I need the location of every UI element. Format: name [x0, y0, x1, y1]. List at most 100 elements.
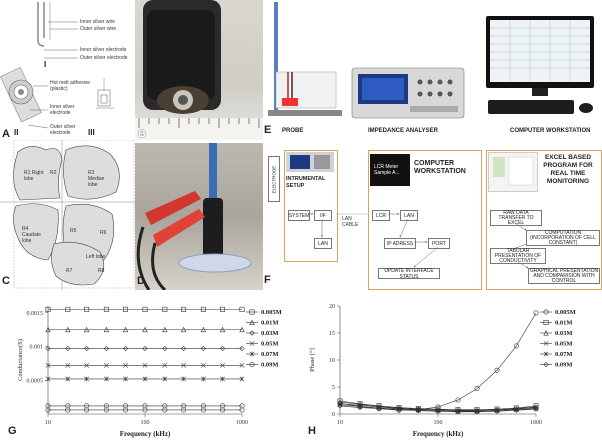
series-0-005M	[337, 310, 539, 413]
excel-thumb	[488, 152, 538, 192]
data-point	[103, 306, 109, 312]
data-point	[376, 405, 382, 412]
y-tick-label: 0.0005	[27, 378, 44, 384]
panel-label-d: D	[137, 275, 145, 287]
roman-ii: II	[14, 128, 19, 137]
series-s6	[45, 407, 245, 413]
data-point	[474, 386, 480, 392]
region-r7: R7	[66, 268, 73, 274]
legend-marker	[543, 361, 549, 368]
data-point	[337, 403, 343, 409]
data-point	[219, 326, 226, 333]
data-point	[455, 397, 461, 403]
legend-label: 0.07M	[261, 351, 279, 358]
data-point	[396, 407, 402, 413]
y-axis-label: Conductance(S)	[17, 339, 24, 381]
data-point	[220, 306, 226, 312]
data-point	[200, 362, 206, 368]
data-point	[180, 345, 187, 352]
data-point	[45, 345, 51, 352]
panel-label-b: B	[138, 128, 146, 140]
photo-probe-tip	[135, 0, 263, 140]
data-point	[123, 306, 129, 312]
data-point	[494, 367, 500, 373]
data-point	[239, 376, 245, 382]
data-point	[65, 326, 71, 333]
caption-computer-workstation: COMPUTER WORKSTATION	[510, 128, 591, 134]
photo-electrode-setup	[135, 143, 263, 290]
legend-marker	[543, 330, 549, 336]
series-0-09M	[45, 403, 245, 409]
data-point	[200, 326, 207, 333]
x-tick-label: 10	[337, 420, 343, 426]
legend-marker	[249, 309, 255, 315]
data-point	[200, 403, 206, 409]
photo-impedance-analyser	[350, 62, 466, 122]
data-point	[239, 403, 245, 409]
data-point	[142, 403, 148, 409]
y-axis-label: Phase [°]	[309, 348, 316, 372]
series-0-05M	[45, 362, 245, 368]
data-point	[45, 306, 51, 312]
data-point	[181, 306, 187, 312]
panel-a: Inner silver wire Outer silver wire Inne…	[0, 0, 135, 140]
legend-label: 0.09M	[555, 362, 573, 369]
panel-label-a: A	[2, 128, 10, 140]
data-point	[533, 310, 539, 316]
legend-label: 0.005M	[555, 309, 576, 316]
data-point	[103, 407, 109, 413]
panel-f: ELECTRODE INTRUMENTAL SETUP SYSTEM I/F L…	[264, 144, 602, 290]
series-line	[339, 312, 537, 411]
data-point	[239, 362, 245, 368]
region-r6: R6	[100, 230, 107, 236]
y-tick-label: 0	[332, 412, 335, 418]
label-inner-wire: Inner silver wire	[80, 19, 116, 25]
data-point	[83, 326, 90, 333]
series-0-07M	[45, 376, 245, 382]
data-point	[103, 403, 109, 409]
label-inner-electrode-2: Inner silver electrode	[50, 104, 75, 116]
x-tick-label: 1000	[530, 420, 542, 426]
data-point	[219, 345, 226, 352]
legend-marker	[249, 362, 255, 368]
data-point	[123, 407, 129, 413]
series-line	[339, 405, 537, 413]
data-point	[45, 326, 51, 333]
y-tick-label: 10	[329, 358, 335, 364]
data-point	[103, 362, 109, 368]
data-point	[103, 326, 110, 333]
data-point	[45, 403, 51, 409]
y-tick-label: 15	[329, 331, 335, 337]
legend-marker	[249, 351, 255, 357]
roman-iii: III	[88, 128, 95, 137]
x-tick-label: 100	[434, 420, 443, 426]
instrumental-setup-label: INTRUMENTAL SETUP	[286, 176, 326, 189]
panel-label-e: E	[264, 124, 272, 136]
series-0-07M	[337, 402, 539, 414]
data-point	[65, 345, 71, 352]
data-point	[162, 362, 168, 368]
data-point	[474, 409, 480, 415]
data-point	[65, 403, 71, 409]
lan-box-2: LAN	[400, 210, 418, 221]
y-tick-label: 5	[332, 385, 335, 391]
y-tick-label: 20	[329, 304, 335, 310]
lan-box-1: LAN	[314, 238, 332, 249]
region-left-lobe: Left lobe	[86, 254, 106, 260]
data-point	[415, 408, 421, 414]
flow-connectors	[308, 213, 529, 269]
computer-ws-label: COMPUTER WORKSTATION	[414, 160, 466, 175]
data-point	[123, 403, 129, 409]
data-point	[45, 362, 51, 368]
data-point	[45, 407, 51, 413]
data-point	[162, 326, 168, 333]
lan-cable-label: LAN CABLE	[342, 216, 359, 228]
data-point	[142, 326, 148, 333]
data-point	[162, 345, 168, 352]
legend-marker	[543, 319, 549, 325]
lcr-box: LCR	[372, 210, 390, 221]
data-point	[181, 403, 187, 409]
data-point	[65, 407, 71, 413]
liver-lobe-map	[0, 139, 135, 290]
